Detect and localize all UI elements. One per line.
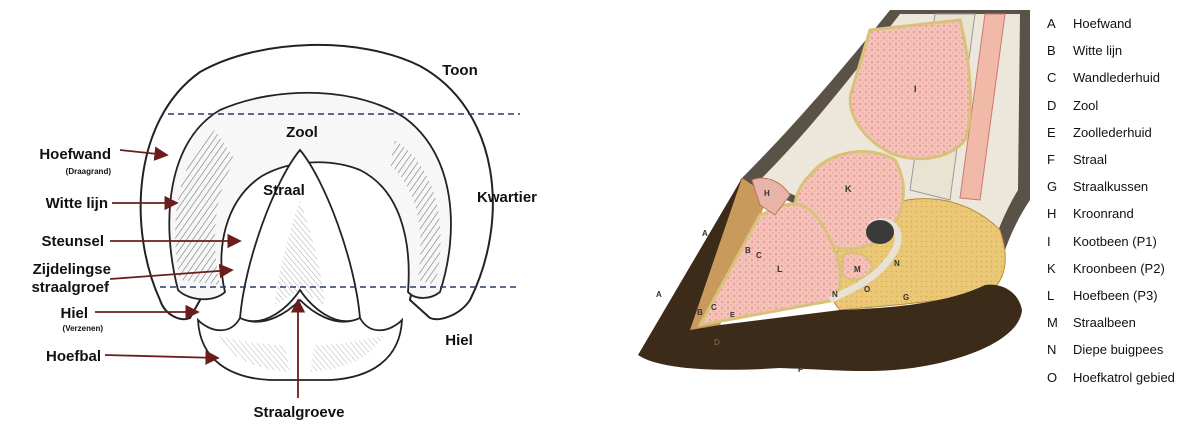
cross-section-view: I K L M H A A B C B C E D F F G N N O xyxy=(638,10,1030,374)
label-C2: C xyxy=(711,303,717,312)
label-C1: C xyxy=(756,251,762,260)
label-hiel-right: Hiel xyxy=(445,332,473,349)
label-witte-lijn: Witte lijn xyxy=(46,195,108,212)
label-O: O xyxy=(864,285,870,294)
bone-P1 xyxy=(850,20,970,159)
legend-letter: L xyxy=(1047,288,1073,303)
label-H: H xyxy=(764,189,770,198)
legend-letter: M xyxy=(1047,315,1073,330)
label-toon: Toon xyxy=(442,62,478,79)
label-B1: B xyxy=(745,246,751,255)
legend-letter: O xyxy=(1047,370,1073,385)
legend-letter: D xyxy=(1047,98,1073,113)
label-steunsel: Steunsel xyxy=(41,233,104,250)
hoefbal-arrow xyxy=(105,355,218,358)
label-A1: A xyxy=(702,229,708,238)
label-N2: N xyxy=(832,290,838,299)
legend-text: Straalkussen xyxy=(1073,179,1148,194)
legend-text: Kroonbeen (P2) xyxy=(1073,261,1165,276)
label-M: M xyxy=(854,265,861,274)
label-A2: A xyxy=(656,290,662,299)
label-K: K xyxy=(845,184,852,194)
label-draagrand: (Draagrand) xyxy=(66,167,112,176)
legend-text: Hoefbeen (P3) xyxy=(1073,288,1158,303)
label-kwartier: Kwartier xyxy=(477,189,537,206)
legend-text: Kootbeen (P1) xyxy=(1073,234,1157,249)
legend-text: Wandlederhuid xyxy=(1073,70,1160,85)
legend-text: Straalbeen xyxy=(1073,315,1136,330)
legend-letter: I xyxy=(1047,234,1073,249)
label-L: L xyxy=(777,264,783,274)
sole-view: Hoefwand (Draagrand) Witte lijn Steunsel… xyxy=(31,45,537,421)
legend-letter: E xyxy=(1047,125,1073,140)
label-zijdelingse-2: straalgroef xyxy=(31,279,110,296)
label-zool: Zool xyxy=(286,124,318,141)
legend-letter: G xyxy=(1047,179,1073,194)
legend-letter: K xyxy=(1047,261,1073,276)
label-hoefbal: Hoefbal xyxy=(46,348,101,365)
label-I: I xyxy=(914,84,917,94)
label-straal: Straal xyxy=(263,182,305,199)
label-zijdelingse-1: Zijdelingse xyxy=(33,261,111,278)
legend-text: Straal xyxy=(1073,152,1107,167)
legend-text: Diepe buigpees xyxy=(1073,342,1163,357)
label-straalgroeve: Straalgroeve xyxy=(254,404,345,421)
label-verzenen: (Verzenen) xyxy=(63,324,104,333)
label-F1: F xyxy=(798,365,803,374)
label-F2: F xyxy=(901,359,906,368)
legend-letter: H xyxy=(1047,206,1073,221)
legend-letter: C xyxy=(1047,70,1073,85)
legend-text: Kroonrand xyxy=(1073,206,1134,221)
legend-letter: A xyxy=(1047,16,1073,31)
label-G: G xyxy=(903,293,909,302)
label-B2: B xyxy=(697,308,703,317)
legend-text: Witte lijn xyxy=(1073,43,1122,58)
label-D: D xyxy=(714,338,720,347)
legend-text: Zool xyxy=(1073,98,1098,113)
legend-letter: B xyxy=(1047,43,1073,58)
legend-text: Zoollederhuid xyxy=(1073,125,1152,140)
legend-letter: F xyxy=(1047,152,1073,167)
legend-text: Hoefwand xyxy=(1073,16,1132,31)
legend-text: Hoefkatrol gebied xyxy=(1073,370,1175,385)
legend-letter: N xyxy=(1047,342,1073,357)
label-E: E xyxy=(730,312,735,319)
label-hiel-left: Hiel xyxy=(60,305,88,322)
label-N1: N xyxy=(894,259,900,268)
label-hoefwand: Hoefwand xyxy=(39,146,111,163)
